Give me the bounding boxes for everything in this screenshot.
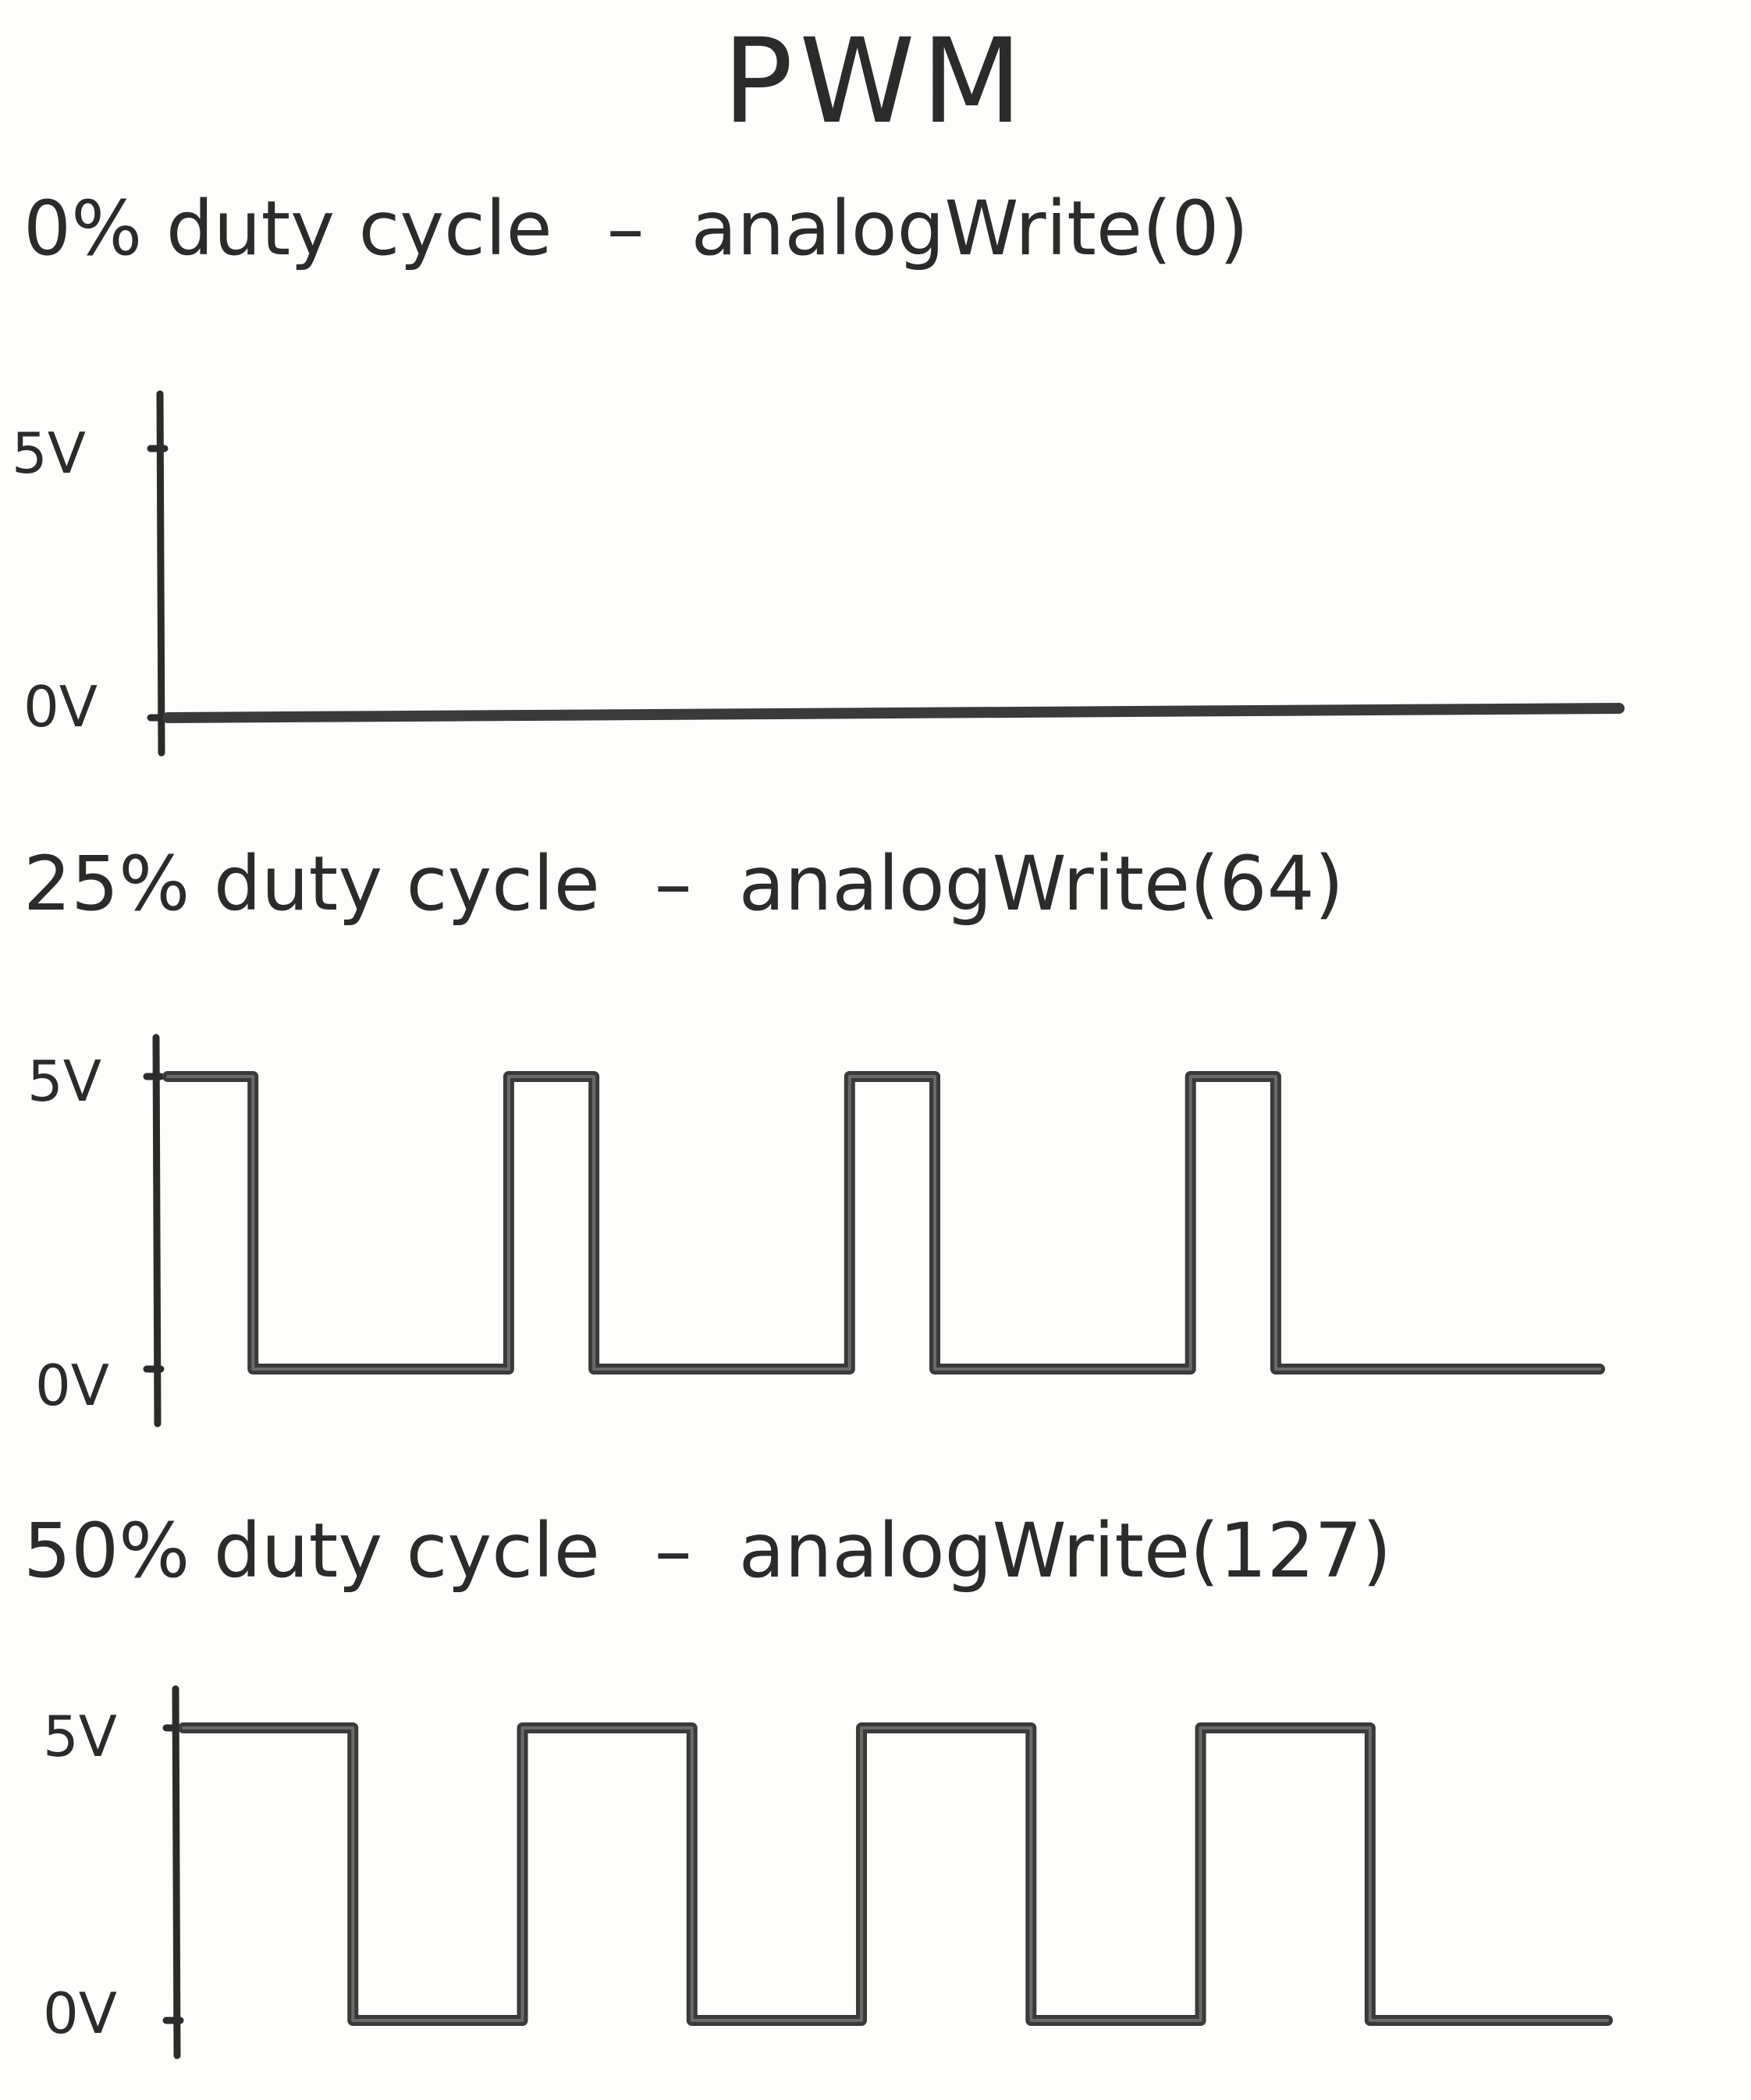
diagram-title: PWM <box>722 14 1029 150</box>
call-label-0: analogWrite(0) <box>691 185 1248 272</box>
pwm-signal-highlight-1 <box>166 1075 1601 1371</box>
high-label-1: 5V <box>27 1048 102 1114</box>
section-title-2: 50% duty cycle–analogWrite(127) <box>23 1513 1740 1588</box>
duty-label-0: 0% duty cycle <box>23 185 552 272</box>
separator-0: – <box>606 185 645 272</box>
section-title-0: 0% duty cycle–analogWrite(0) <box>23 191 1740 266</box>
section-title-1: 25% duty cycle–analogWrite(64) <box>23 846 1740 921</box>
separator-1: – <box>654 840 692 928</box>
low-label-1: 0V <box>35 1353 110 1418</box>
separator-2: – <box>654 1507 692 1595</box>
high-label-2: 5V <box>43 1704 118 1769</box>
voltage-axis-2 <box>172 1685 181 2059</box>
voltage-axis-0 <box>156 390 165 757</box>
call-label-1: analogWrite(64) <box>738 840 1344 928</box>
pwm-signal-2 <box>178 1722 1613 2026</box>
pwm-signal-0 <box>162 703 1625 723</box>
voltage-axis-1 <box>152 1034 162 1428</box>
duty-label-1: 25% duty cycle <box>23 840 600 928</box>
pwm-signal-highlight-2 <box>182 1726 1609 2022</box>
duty-label-2: 50% duty cycle <box>23 1507 600 1595</box>
call-label-2: analogWrite(127) <box>738 1507 1392 1595</box>
low-label-2: 0V <box>43 1981 118 2046</box>
low-label-0: 0V <box>23 674 98 740</box>
high-label-0: 5V <box>12 420 87 486</box>
